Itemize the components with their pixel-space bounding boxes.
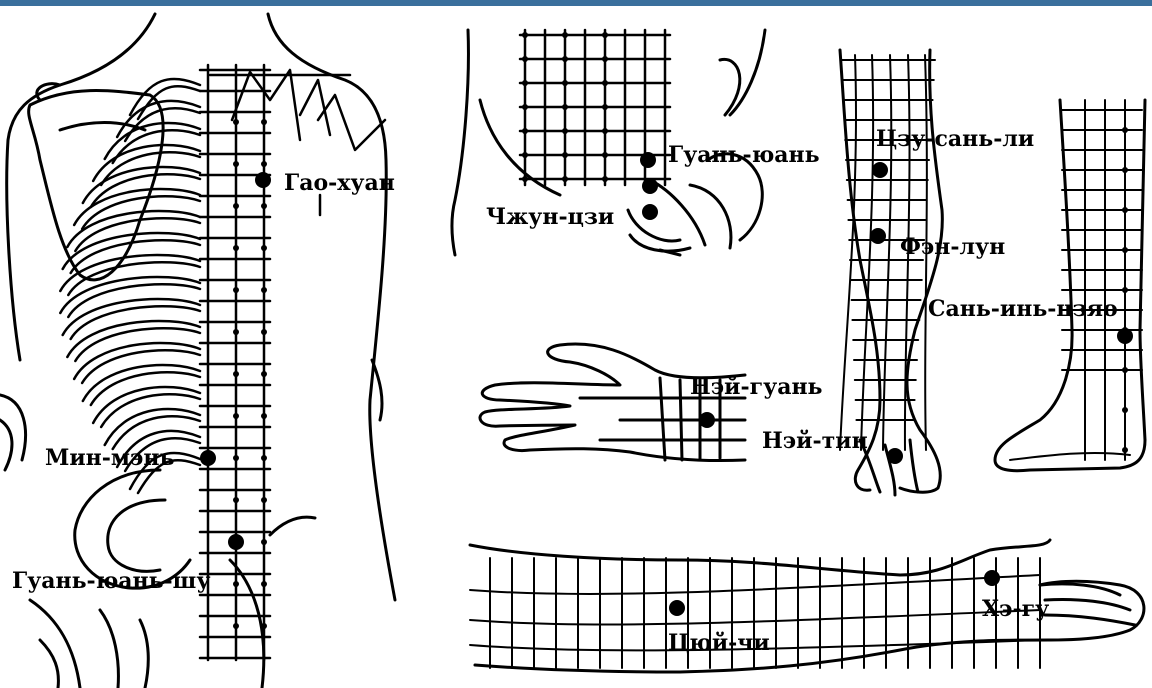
label-feng-lun: Фэн-лун bbox=[900, 234, 1005, 260]
label-nei-guan: Нэй-гуань bbox=[690, 374, 823, 400]
label-guan-yuan: Гуань-юань bbox=[668, 142, 820, 168]
label-zu-san-li: Цзу-сань-ли bbox=[876, 126, 1034, 152]
leg-side-grid bbox=[1010, 100, 1142, 460]
point-san-yin-jiao bbox=[1117, 328, 1133, 344]
acupoint-markers bbox=[200, 152, 1133, 616]
point-zu-san-li bbox=[872, 162, 888, 178]
rib-lines bbox=[60, 79, 200, 493]
point-he-gu bbox=[984, 570, 1000, 586]
point-zhong-ji bbox=[642, 204, 658, 220]
spine-grid bbox=[200, 65, 270, 660]
hand-figure bbox=[480, 344, 745, 461]
point-nei-guan bbox=[699, 412, 715, 428]
point-qu-chi bbox=[669, 600, 685, 616]
label-nei-ting: Нэй-тин bbox=[762, 428, 868, 454]
point-gao-huan bbox=[255, 172, 271, 188]
label-san-yin-jiao: Сань-инь-цзяо bbox=[928, 296, 1118, 322]
leg-side-figure bbox=[995, 100, 1145, 471]
point-min-men bbox=[200, 450, 216, 466]
point-guan-yuan bbox=[640, 152, 656, 168]
acupuncture-diagram: Гао-хуан Мин-мэнь Гуань-юань-шу Гуань-юа… bbox=[0, 6, 1152, 688]
label-zhong-ji: Чжун-цзи bbox=[486, 204, 614, 230]
point-feng-lun bbox=[870, 228, 886, 244]
label-min-men: Мин-мэнь bbox=[45, 445, 175, 471]
label-he-gu: Хэ-гу bbox=[982, 596, 1049, 622]
point-nei-ting bbox=[887, 448, 903, 464]
point-guan-yuan-shu bbox=[228, 534, 244, 550]
label-gao-huan: Гао-хуан bbox=[284, 170, 395, 196]
label-guan-yuan-shu: Гуань-юань-шу bbox=[12, 568, 210, 594]
label-qu-chi: Цюй-чи bbox=[668, 630, 770, 656]
point-guan-yuan-2 bbox=[642, 178, 658, 194]
